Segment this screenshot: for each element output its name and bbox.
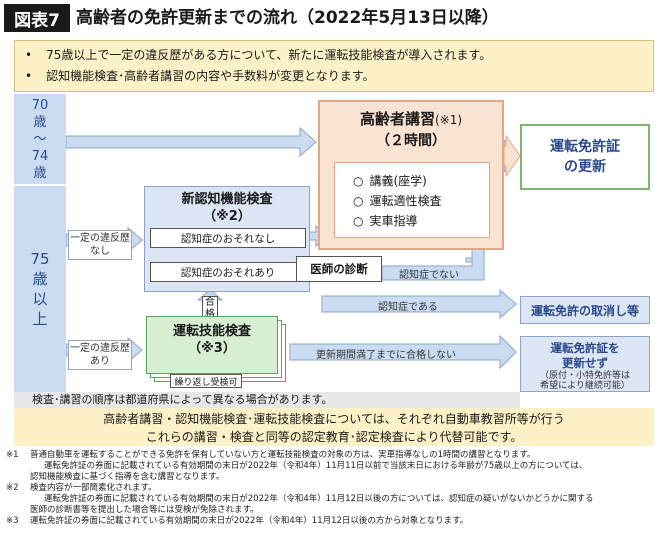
lecture-duration: （２時間）	[376, 133, 446, 149]
footnote-mark: ※2	[6, 483, 19, 493]
footnote-line: 医師の診断書等を提出した場合等には受検が免除されます。	[30, 505, 259, 515]
fail-label: 更新期間満了までに合格しない	[316, 350, 456, 361]
school-note-line: これらの講習・検査と同等の認定教育･認定検査により代替可能です。	[145, 429, 523, 444]
branch-no-violation: 一定の違反歴 なし	[68, 230, 132, 260]
cognitive-test-title: 新認知機能検査 （※2）	[181, 192, 273, 224]
notice-item: 75歳以上で一定の違反歴がある方について、新たに運転技能検査が導入されます。	[25, 45, 643, 66]
age-75-line: 75	[30, 250, 50, 268]
arrow-lecture-renewal-main	[503, 134, 521, 178]
age-75-line: 上	[32, 310, 48, 328]
senior-lecture-box: 高齢者講習(※1) （２時間） 講義(座学) 運転適性検査 実車指導	[318, 100, 504, 250]
branch-label-line: あり	[90, 356, 110, 367]
notice-item: 認知機能検査･高齢者講習の内容や手数料が変更となります。	[25, 66, 643, 87]
footnote-line: 検査内容が一部簡素化されます。	[30, 483, 157, 493]
school-alternative-note: 高齢者講習・認知機能検査･運転技能検査については、それぞれ自動車教習所等が行う …	[14, 408, 654, 446]
retake-label: 繰り返し受検可	[170, 374, 242, 388]
branch-label-line: 一定の違反歴	[70, 233, 130, 244]
arrow-fail-to-norenew	[289, 334, 517, 370]
age-70-line: 歳	[33, 165, 47, 181]
age-75-line: 歳	[32, 270, 48, 288]
footnote-1: ※1 普通自動車を運転することができる免許を保有していない方と運転技能検査の対象…	[6, 450, 666, 483]
footnotes: ※1 普通自動車を運転することができる免許を保有していない方と運転技能検査の対象…	[6, 450, 666, 527]
arrow-70-to-lecture	[65, 126, 317, 158]
lecture-item: 運転適性検査	[353, 191, 489, 211]
result-no-dementia-risk: 認知症のおそれなし	[150, 228, 306, 248]
driving-test-title: 運転技能検査 （※3）	[172, 324, 251, 356]
no-renewal-box: 運転免許証を 更新せず （原付・小特免許等は 希望により継続可能）	[520, 336, 650, 392]
school-note-line: 高齢者講習・認知機能検査･運転技能検査については、それぞれ自動車教習所等が行う	[103, 411, 565, 426]
branch-label-line: なし	[90, 246, 110, 257]
no-renewal-note: （原付・小特免許等は 希望により継続可能）	[539, 371, 630, 391]
footnote-line: 運転免許証の券面に記載されている有効期間の末日が2022年（令和4年）11月12…	[30, 516, 469, 526]
driving-skill-test-box: 運転技能検査 （※3）	[146, 316, 278, 374]
age-70-line: 74	[31, 148, 49, 164]
figure-label: 図表7	[4, 4, 70, 32]
license-revocation-box: 運転免許の取消し等	[520, 296, 650, 324]
branch-violation: 一定の違反歴 あり	[68, 340, 132, 370]
lecture-items: 講義(座学) 運転適性検査 実車指導	[334, 162, 490, 238]
age-70-line: 歳	[33, 114, 47, 130]
footnote-mark: ※3	[6, 516, 19, 526]
footnote-line: 普通自動車を運転することができる免許を保有していない方と運転技能検査の対象の方は…	[30, 450, 536, 460]
age-group-70-74: 70 歳 〜 74 歳	[14, 94, 66, 184]
order-note: 検査･講習の順序は都道府県によって異なる場合があります。	[14, 392, 520, 408]
renewal-line: 運転免許証	[550, 139, 620, 155]
footnote-line: 運転免許証の券面に記載されている有効期間の末日が2022年（令和4年）11月12…	[44, 494, 594, 504]
age-75-line: 以	[32, 290, 48, 308]
footnote-line: 運転免許証の券面に記載されている有効期間の末日が2022年（令和4年）11月11…	[44, 461, 588, 471]
lecture-item: 実車指導	[353, 211, 489, 231]
no-renewal-title: 運転免許証を 更新せず	[550, 341, 620, 370]
doctor-diagnosis-box: 医師の診断	[296, 256, 382, 282]
footnote-mark: ※1	[6, 450, 19, 460]
lecture-title: 高齢者講習(※1)	[359, 110, 463, 128]
license-renewal-box: 運転免許証 の更新	[520, 124, 650, 190]
footnote-2: ※2 検査内容が一部簡素化されます。 運転免許証の券面に記載されている有効期間の…	[6, 483, 666, 516]
footnote-line: 認知機能検査に基づく指導を含む講習となります。	[30, 472, 225, 482]
not-dementia-label: 認知症でない	[399, 269, 459, 281]
is-dementia-label: 認知症である	[378, 302, 438, 313]
arrow-dementia-to-revoke	[321, 288, 517, 320]
age-70-line: 70	[31, 97, 49, 113]
branch-label-line: 一定の違反歴	[70, 343, 130, 354]
lecture-item: 講義(座学)	[353, 171, 489, 191]
age-70-line: 〜	[33, 131, 47, 147]
footnote-3: ※3 運転免許証の券面に記載されている有効期間の末日が2022年（令和4年）11…	[6, 516, 666, 527]
notice-box: 75歳以上で一定の違反歴がある方について、新たに運転技能検査が導入されます。 認…	[14, 40, 654, 92]
result-dementia-risk: 認知症のおそれあり	[150, 262, 306, 282]
page-title: 高齢者の免許更新までの流れ（2022年5月13日以降）	[76, 8, 499, 28]
renewal-line: の更新	[564, 159, 606, 175]
age-group-75-plus: 75 歳 以 上	[14, 186, 66, 392]
